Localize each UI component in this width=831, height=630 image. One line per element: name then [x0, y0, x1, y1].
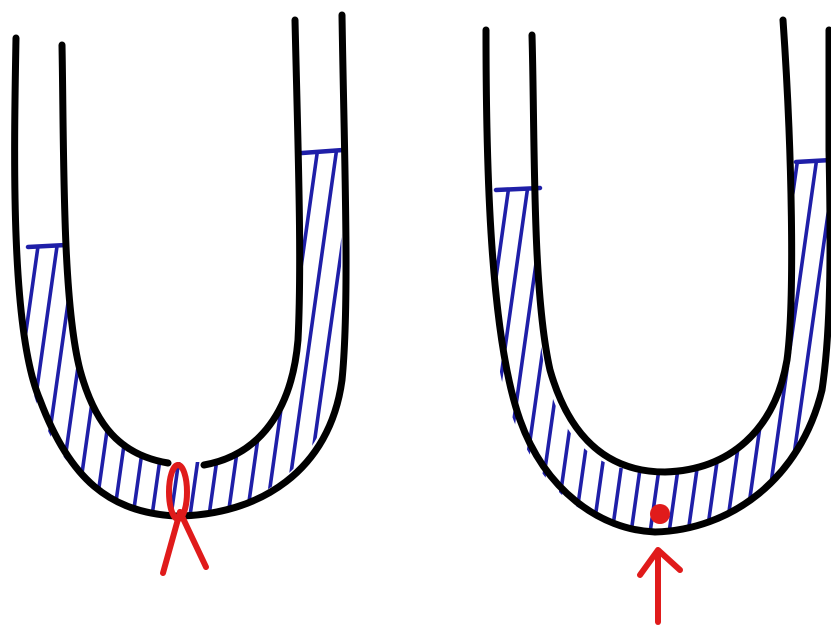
left-tube-inner-wall-b — [204, 20, 300, 465]
left-liquid-surface-right — [302, 150, 343, 153]
left-liquid-surface-left — [28, 245, 66, 247]
right-panel — [440, 20, 831, 622]
left-tube-inner-wall-a — [62, 45, 168, 463]
right-tube-inner-wall — [532, 20, 792, 472]
left-panel — [0, 15, 433, 573]
left-hatch-stroke — [378, 140, 433, 530]
arrow-up-icon — [640, 504, 680, 622]
left-hatch-stroke — [359, 140, 414, 530]
